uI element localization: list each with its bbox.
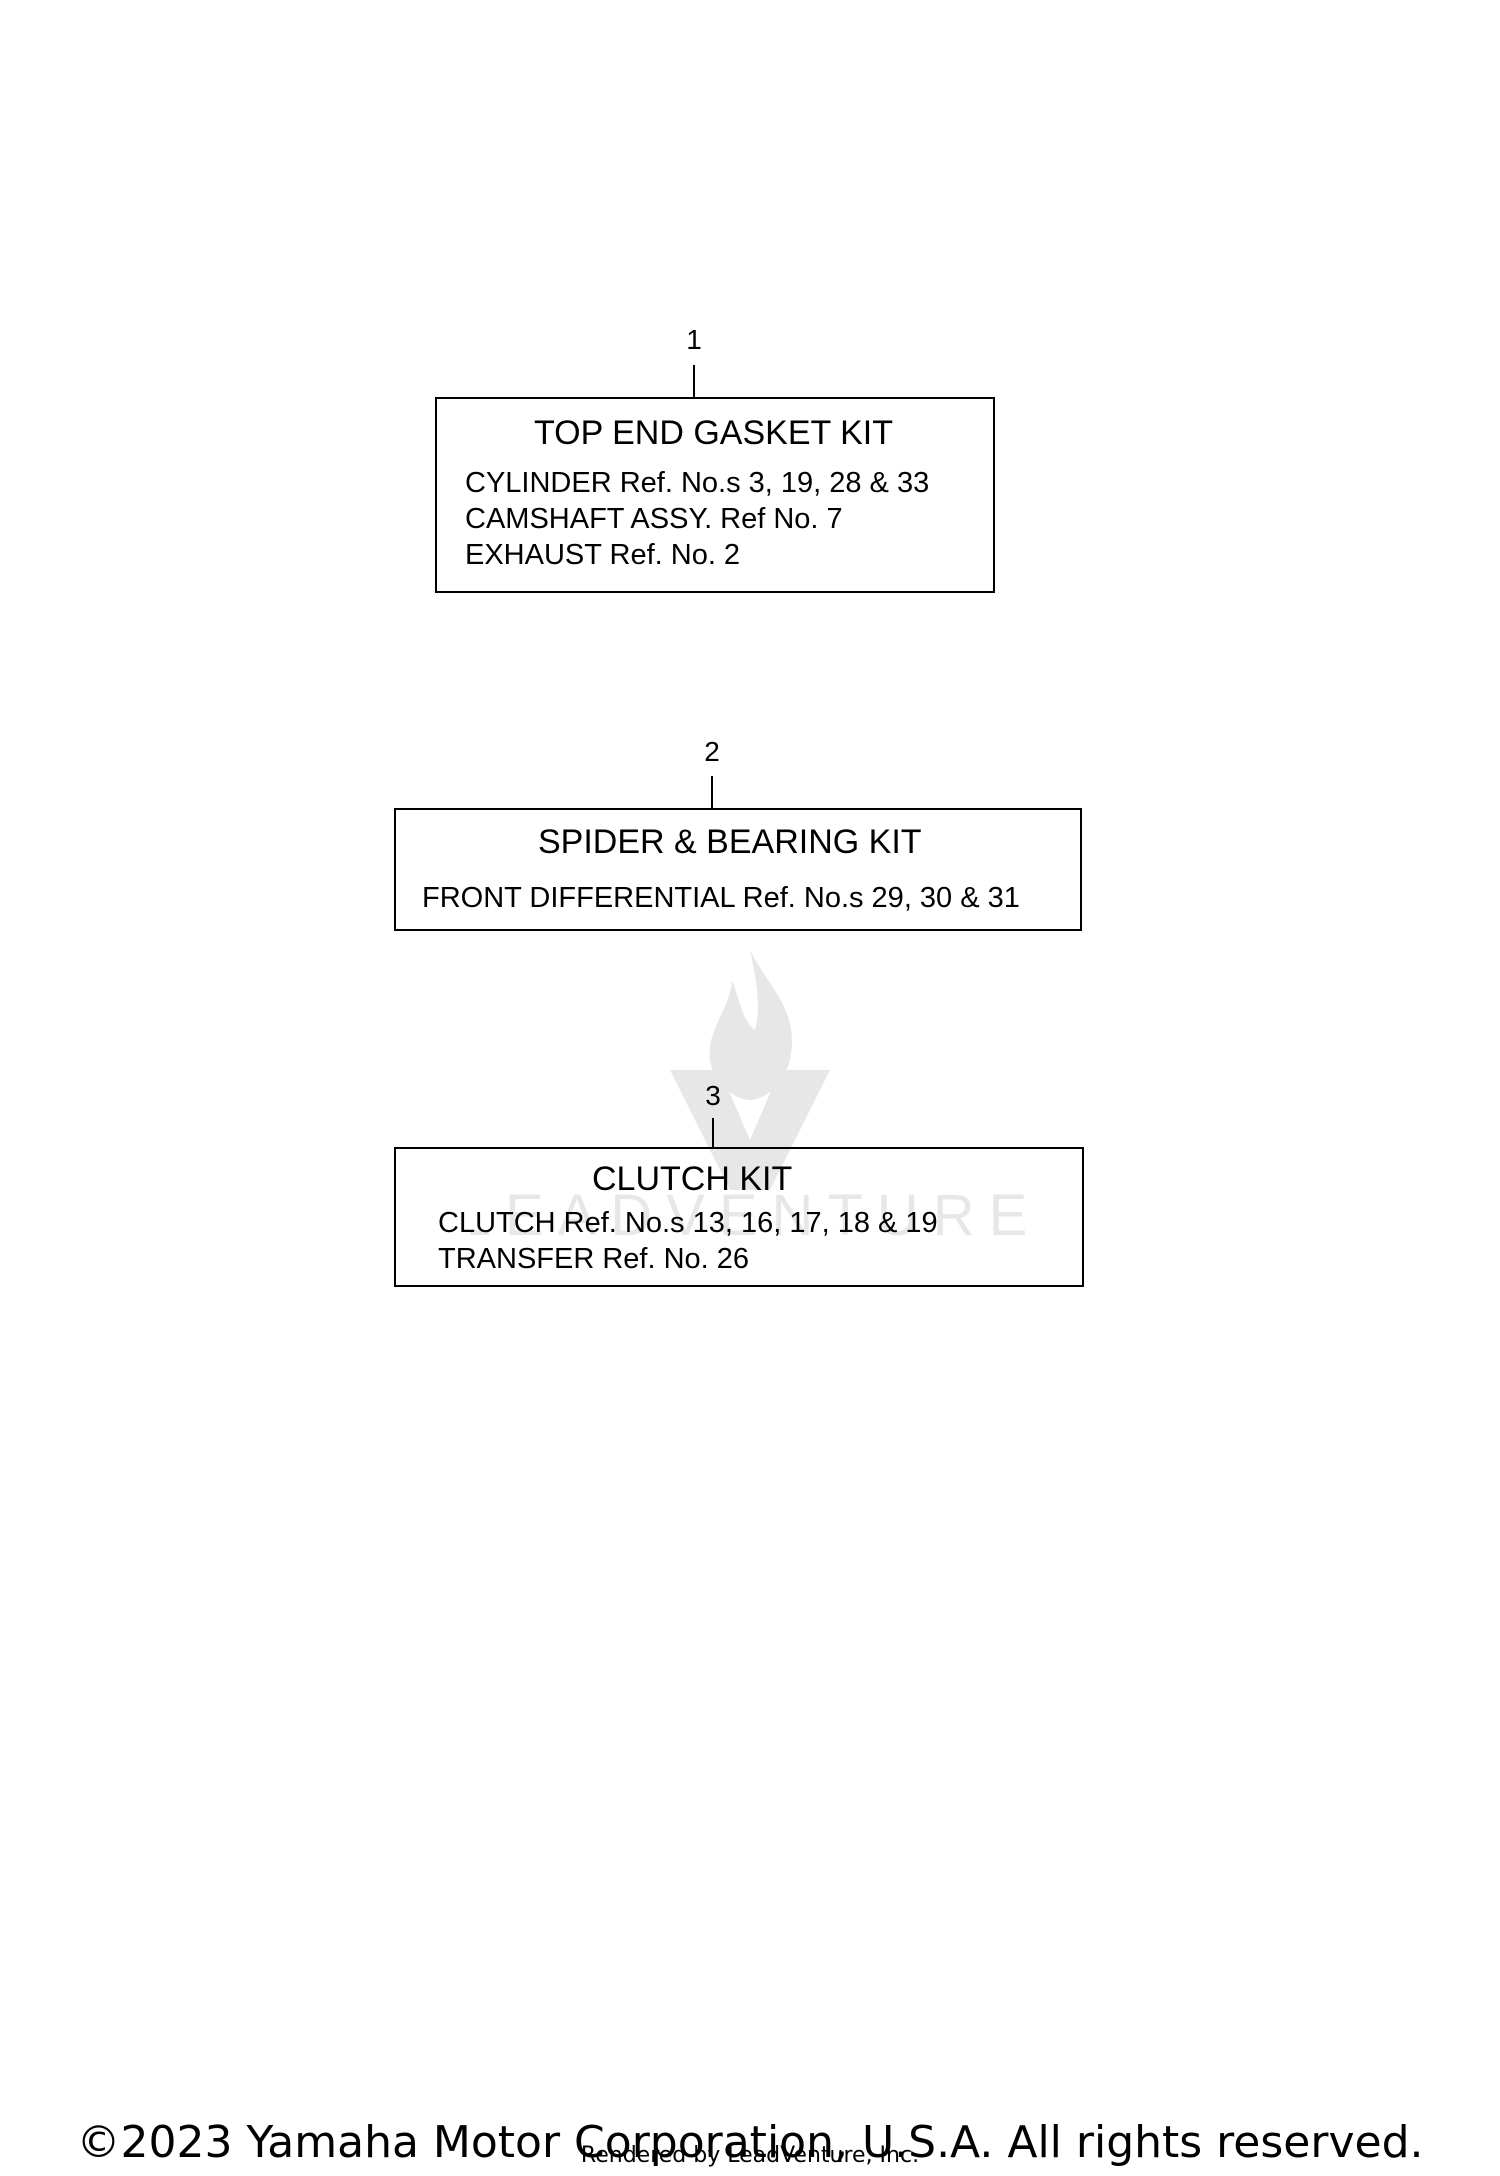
leader-line-1: [693, 365, 695, 397]
callout-number-1: 1: [686, 324, 702, 355]
rendered-by-credit: Rendered by LeadVenture, Inc.: [580, 2143, 920, 2168]
callout-number-2: 2: [704, 736, 720, 767]
kit-line: CLUTCH Ref. No.s 13, 16, 17, 18 & 19: [438, 1207, 938, 1239]
kit-box-spider-bearing: SPIDER & BEARING KIT FRONT DIFFERENTIAL …: [394, 808, 1082, 931]
kit-box-clutch: CLUTCH KIT CLUTCH Ref. No.s 13, 16, 17, …: [394, 1147, 1084, 1287]
leader-line-3: [712, 1118, 714, 1147]
kit-line: FRONT DIFFERENTIAL Ref. No.s 29, 30 & 31: [422, 882, 1020, 914]
kit-line: EXHAUST Ref. No. 2: [465, 539, 741, 571]
kit-title: SPIDER & BEARING KIT: [538, 823, 922, 861]
copyright-notice: ©2023 Yamaha Motor Corporation, U.S.A. A…: [76, 2117, 1424, 2168]
flame-v-logo-icon: [670, 950, 830, 1190]
kit-title: CLUTCH KIT: [592, 1160, 793, 1198]
leadventure-watermark: LEADVENTURE: [470, 950, 1030, 1248]
watermark-text: LEADVENTURE: [470, 1183, 1030, 1248]
callout-number-3: 3: [705, 1080, 721, 1111]
kit-line: TRANSFER Ref. No. 26: [438, 1243, 750, 1275]
kit-line: CAMSHAFT ASSY. Ref No. 7: [465, 503, 843, 535]
kit-title: TOP END GASKET KIT: [534, 414, 893, 452]
leader-line-2: [711, 776, 713, 808]
kit-box-top-end-gasket: TOP END GASKET KIT CYLINDER Ref. No.s 3,…: [435, 397, 995, 593]
kit-line: CYLINDER Ref. No.s 3, 19, 28 & 33: [465, 467, 930, 499]
